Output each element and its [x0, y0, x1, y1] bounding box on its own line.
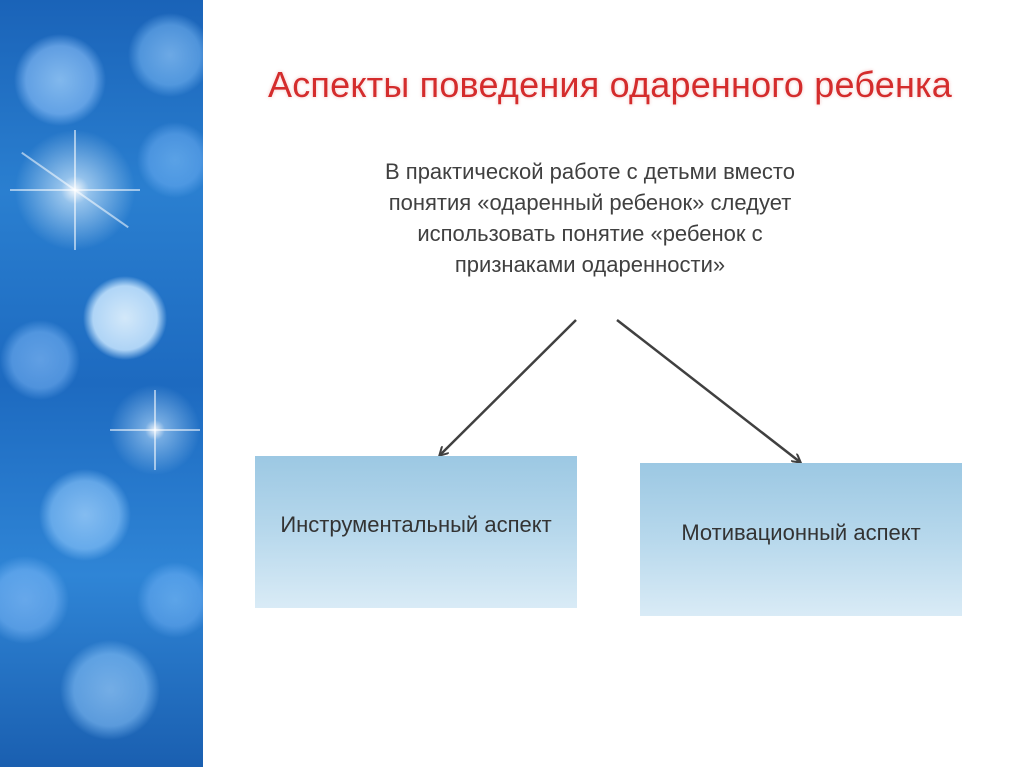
- slide-title: Аспекты поведения одаренного ребенка: [268, 64, 952, 106]
- motivational-aspect-box: Мотивационный аспект: [640, 463, 962, 616]
- bokeh-decoration-panel: [0, 0, 203, 767]
- motivational-aspect-label: Мотивационный аспект: [681, 519, 921, 545]
- arrow-to-instrumental: [440, 319, 577, 455]
- instrumental-aspect-label: Инструментальный аспект: [280, 512, 552, 537]
- light-flare: [154, 390, 156, 470]
- intro-text: В практической работе с детьми вместо по…: [385, 159, 795, 277]
- instrumental-aspect-box: Инструментальный аспект: [255, 456, 577, 608]
- arrow-to-motivational: [616, 319, 800, 462]
